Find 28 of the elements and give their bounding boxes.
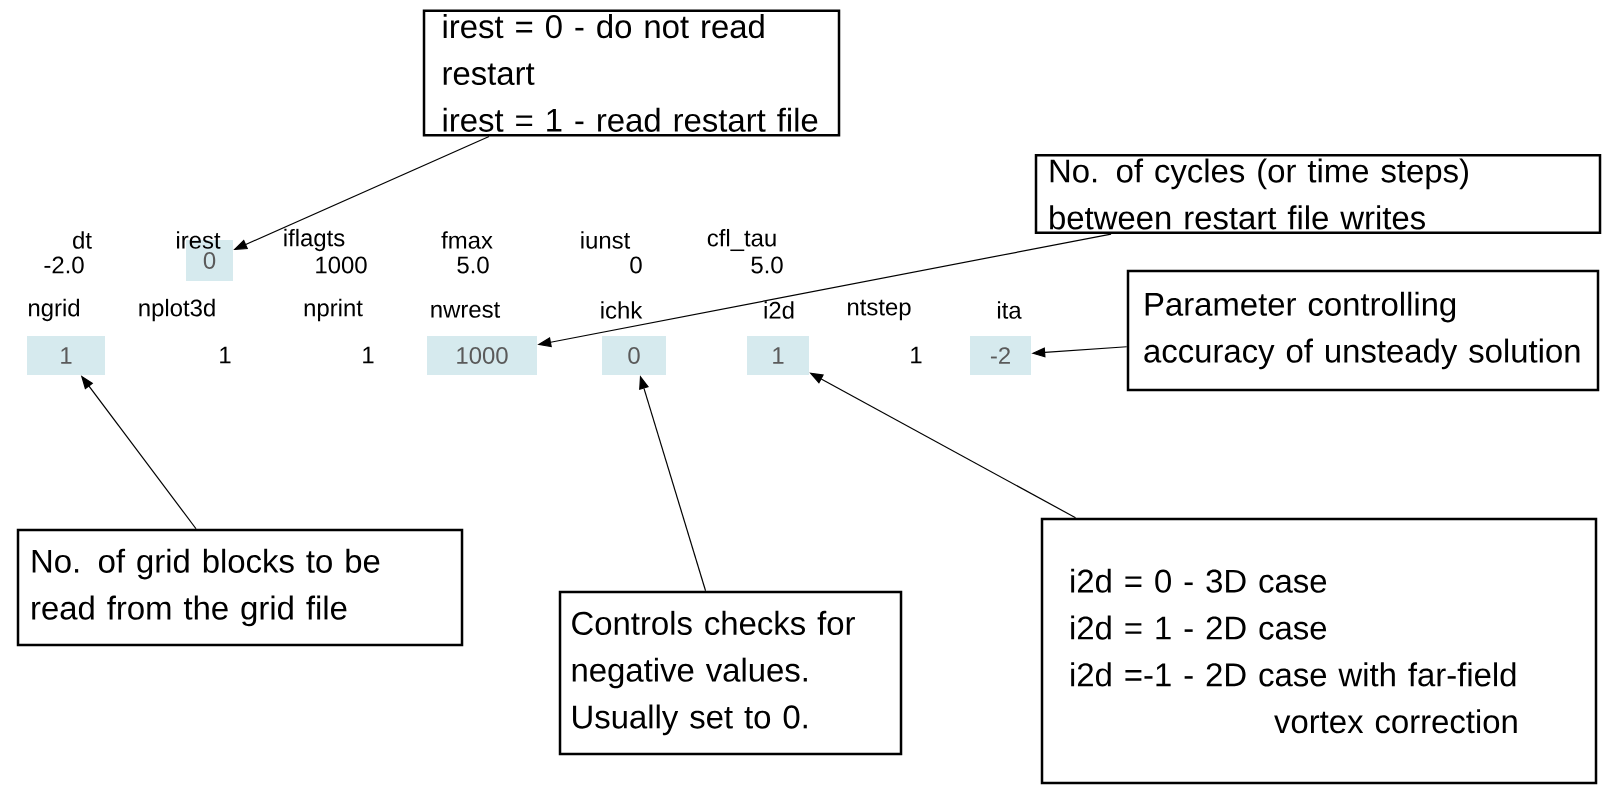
table-text: i2d — [764, 301, 794, 319]
highlighted-cell: 1 — [747, 336, 809, 375]
table-text: nplot3d — [139, 298, 215, 322]
table-text: dt — [73, 231, 92, 249]
highlighted-cell: 0 — [602, 336, 666, 375]
table-text: nprint — [304, 298, 363, 322]
callout-box: Parameter controlling accuracy of unsteady solution — [1126, 269, 1600, 392]
table-text: -2.0 — [44, 256, 84, 274]
table-text: 1 — [911, 346, 922, 364]
table-text: 5.0 — [751, 256, 783, 274]
table-text: ita — [998, 301, 1022, 319]
callout-box: No. of grid blocks to be read from the grid file — [16, 528, 464, 647]
highlighted-cell: 1000 — [427, 336, 537, 375]
table-text: 1 — [220, 346, 231, 364]
table-text: 1 — [363, 346, 374, 364]
table-text: fmax — [441, 231, 493, 249]
highlighted-cell: 1 — [27, 336, 105, 375]
table-text: iunst — [581, 231, 631, 249]
callout-box: i2d = 0 - 3D case i2d = 1 - 2D case i2d =-1 - 2D case with far-field vortex correction — [1040, 517, 1598, 785]
callout-box: Controls checks for negative values. Usually set to 0. — [558, 590, 903, 756]
table-text: 0 — [630, 256, 642, 274]
callout-box: No. of cycles (or time steps) between restart file writes — [1034, 153, 1602, 235]
highlighted-cell: -2 — [970, 336, 1031, 375]
table-text: 1000 — [316, 256, 367, 274]
table-text: ntstep — [848, 299, 911, 321]
table-text: cfl_tau — [707, 228, 776, 252]
callout-box: irest = 0 - do not read restart irest = 1 - read restart file — [422, 9, 841, 137]
table-text: 5.0 — [457, 256, 489, 274]
